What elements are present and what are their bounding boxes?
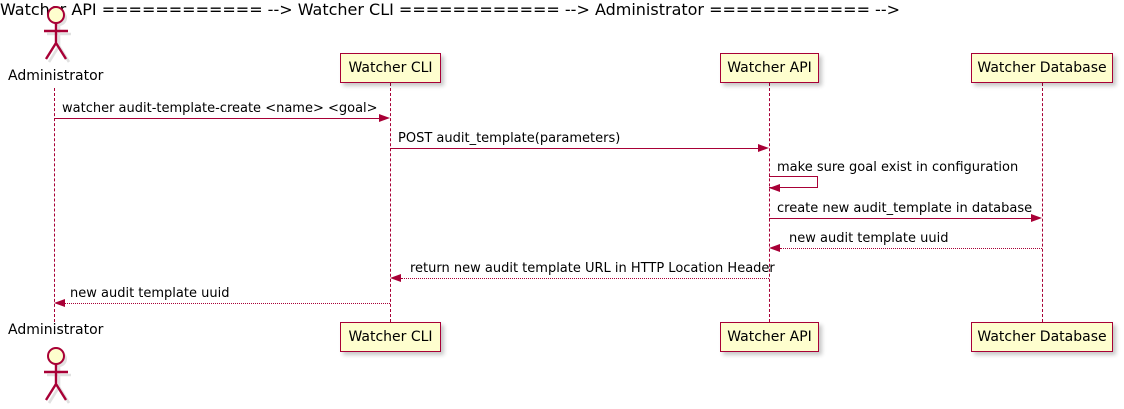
message-line-6: [401, 278, 769, 279]
actor-administrator-bottom: [32, 344, 76, 404]
message-label-6: return new audit template URL in HTTP Lo…: [410, 261, 775, 276]
message-arrowhead-6: [390, 273, 401, 282]
message-arrowhead-4: [1031, 213, 1042, 222]
participant-watcher-api-top: Watcher API: [720, 53, 819, 83]
participant-watcher-cli-bottom: Watcher CLI: [340, 322, 441, 352]
message-line-5: [780, 248, 1042, 249]
message-label-4: create new audit_template in database: [777, 201, 1033, 216]
participant-watcher-database-top: Watcher Database: [971, 53, 1113, 83]
actor-label-administrator-top: Administrator: [8, 68, 104, 84]
message-line-4: [769, 218, 1031, 219]
message-self-loop-3: [769, 176, 818, 188]
message-line-7: [65, 303, 390, 304]
participant-label-watcher-api-bottom: Watcher API: [727, 329, 812, 345]
lifeline-watcher-api: [769, 83, 770, 322]
participant-label-watcher-api-top: Watcher API: [727, 60, 812, 76]
participant-label-watcher-database-bottom: Watcher Database: [977, 329, 1107, 345]
message-arrowhead-3: [769, 183, 780, 192]
message-label-1: watcher audit-template-create <name> <go…: [62, 101, 378, 116]
participant-watcher-api-bottom: Watcher API: [720, 322, 819, 352]
message-label-5: new audit template uuid: [789, 231, 949, 246]
participant-label-watcher-database-top: Watcher Database: [977, 60, 1107, 76]
message-label-7: new audit template uuid: [70, 286, 230, 301]
message-line-2: [390, 148, 758, 149]
message-arrowhead-2: [758, 143, 769, 152]
participant-label-watcher-cli-top: Watcher CLI: [348, 60, 433, 76]
message-line-1: [54, 118, 379, 119]
participant-label-watcher-cli-bottom: Watcher CLI: [348, 329, 433, 345]
message-arrowhead-7: [54, 298, 65, 307]
actor-administrator-top: [32, 3, 76, 63]
message-label-3: make sure goal exist in configuration: [777, 160, 1019, 175]
participant-watcher-cli-top: Watcher CLI: [340, 53, 441, 83]
lifeline-watcher-cli: [390, 83, 391, 322]
message-arrowhead-5: [769, 243, 780, 252]
lifeline-administrator: [54, 88, 55, 322]
message-label-2: POST audit_template(parameters): [398, 131, 621, 146]
lifeline-watcher-database: [1042, 83, 1043, 322]
participant-watcher-database-bottom: Watcher Database: [971, 322, 1113, 352]
message-arrowhead-1: [379, 113, 390, 122]
actor-label-administrator-bottom: Administrator: [8, 322, 104, 338]
